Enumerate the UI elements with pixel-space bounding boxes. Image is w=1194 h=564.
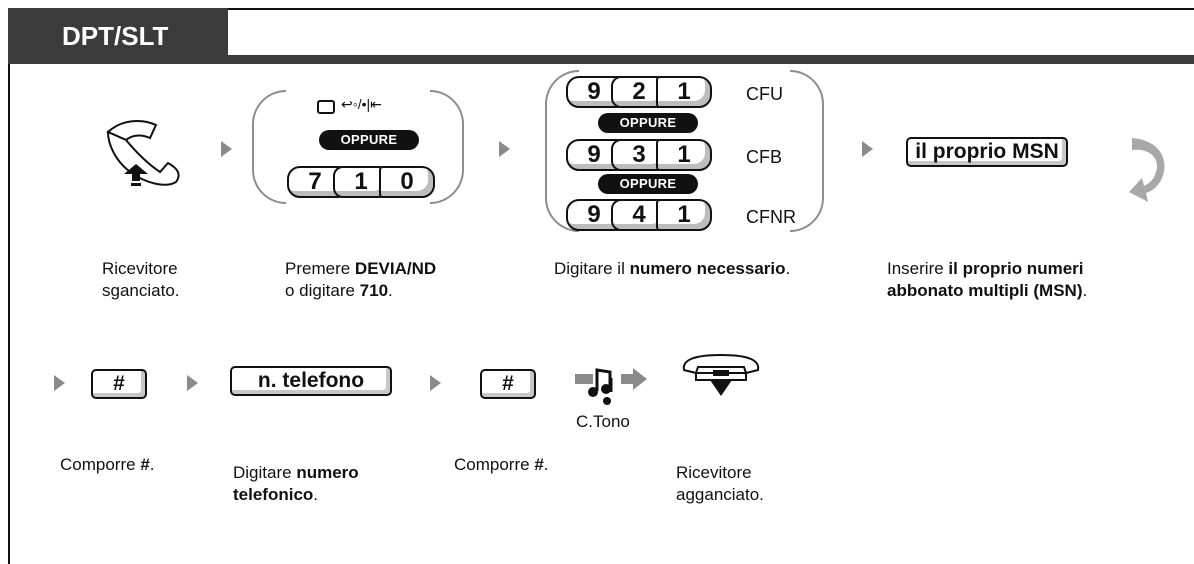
- continue-curved-arrow-icon: [1129, 138, 1165, 202]
- code-cfu: CFU: [746, 84, 783, 104]
- transfer-button-icon: [317, 100, 335, 114]
- transfer-dnd-button-icon: ↩◦/•|⇤: [341, 96, 382, 112]
- step4-label: Inserire il proprio numeri abbonato mult…: [887, 259, 1088, 300]
- header-tab: DPT/SLT: [8, 8, 228, 64]
- frame-left-border: [8, 8, 10, 564]
- option-bracket-right: [430, 90, 464, 204]
- digit-key: 1: [656, 76, 712, 108]
- flow-arrow: [862, 141, 873, 157]
- step2-label: Premere DEVIA/ND o digitare 710.: [285, 259, 437, 300]
- confirmation-tone-label: C.Tono: [576, 412, 630, 431]
- flow-arrow: [499, 141, 510, 157]
- digit-key: 1: [656, 199, 712, 231]
- or-label: OPPURE: [319, 130, 419, 150]
- handset-offhook-icon: [106, 119, 180, 186]
- step1-label: Ricevitore sganciato.: [102, 259, 180, 300]
- header-tab-title: DPT/SLT: [62, 21, 169, 51]
- header-bar: [228, 55, 1194, 64]
- phone-number-button: n. telefono: [230, 366, 392, 396]
- flow-arrow: [54, 375, 65, 391]
- flow-arrow: [187, 375, 198, 391]
- handset-onhook-icon: [682, 353, 760, 396]
- confirmation-tone-icon: [575, 368, 647, 405]
- step6-label: Digitare numero telefonico.: [233, 463, 359, 504]
- option-bracket-left: [252, 90, 286, 204]
- hash-button: #: [480, 369, 536, 399]
- flow-arrow: [221, 141, 232, 157]
- code-cfb: CFB: [746, 147, 782, 167]
- step5-label: Comporre #.: [60, 455, 155, 474]
- digit-key: 0: [379, 166, 435, 198]
- hash-button: #: [91, 369, 147, 399]
- digit-key: 1: [656, 139, 712, 171]
- frame-top-border: [8, 8, 1194, 10]
- step7-label: Comporre #.: [454, 455, 549, 474]
- flow-arrow: [430, 375, 441, 391]
- or-label: OPPURE: [598, 174, 698, 194]
- msn-button: il proprio MSN: [906, 137, 1068, 167]
- code-cfnr: CFNR: [746, 207, 796, 227]
- step3-label: Digitare il numero necessario.: [554, 259, 791, 278]
- or-label: OPPURE: [598, 113, 698, 133]
- step9-label: Ricevitore agganciato.: [676, 463, 764, 504]
